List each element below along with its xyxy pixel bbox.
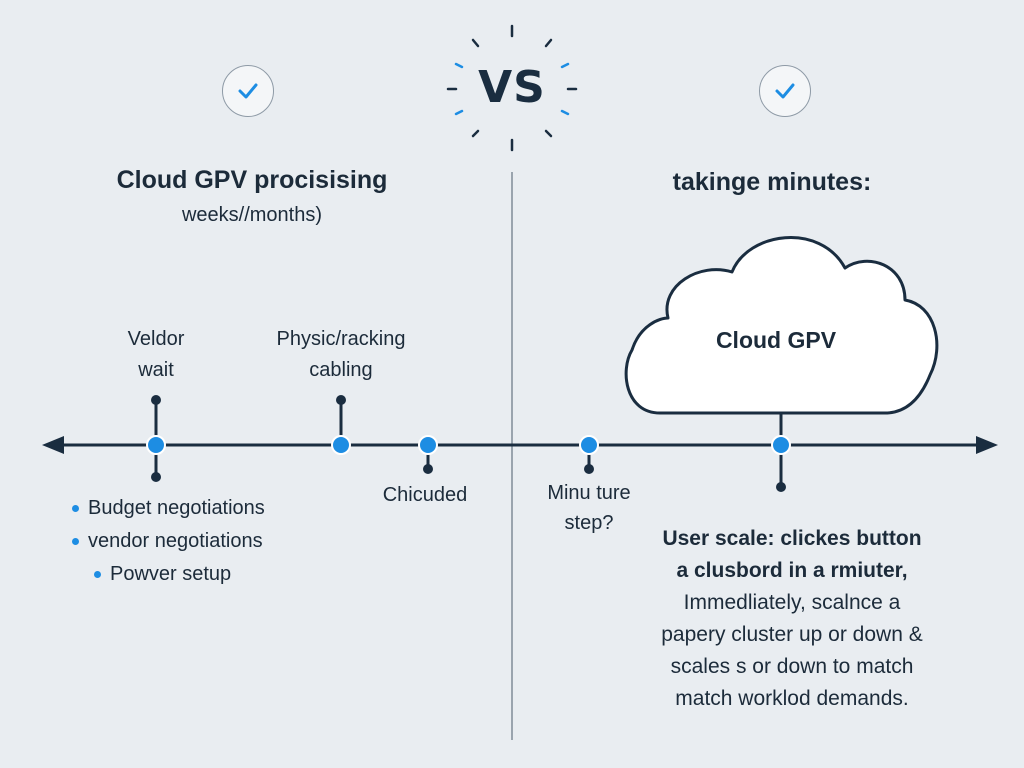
description-line: papery cluster up or down & (661, 623, 923, 646)
right-title: takinge minutes: (672, 168, 872, 196)
left-subtitle: weeks//months) (181, 204, 323, 226)
right-description: User scale: clickes button a clusbord in… (612, 523, 972, 715)
timeline-arrow-left (42, 436, 64, 454)
description-line: a clusbord in a rmiuter, (676, 559, 908, 582)
cloud-shape (624, 236, 939, 415)
description-line: User scale: clickes button (662, 527, 922, 550)
milestone-label-chicuded: Chicuded (382, 484, 468, 506)
bullet-item: Powver setup (94, 558, 265, 591)
left-title: Cloud GPV procisising (116, 166, 388, 194)
bullet-item: vendor negotiations (72, 525, 265, 558)
node-minu-ture (579, 435, 599, 455)
timeline-nodes (146, 435, 791, 455)
vs-label: VS (478, 62, 546, 113)
milestone-label-physic-racking: Physic/racking cabling (276, 328, 406, 381)
node-chicuded (418, 435, 438, 455)
bullet-dot-icon (72, 538, 79, 545)
left-bullet-list: Budget negotiations vendor negotiations … (72, 492, 265, 591)
milestone-label-minu-ture: Minu ture step? (547, 482, 631, 534)
node-cloud-gpv (771, 435, 791, 455)
bullet-item: Budget negotiations (72, 492, 265, 525)
bullet-dot-icon (94, 571, 101, 578)
stem-end-dots (151, 395, 786, 492)
right-check-icon (759, 65, 811, 117)
cloud-label: Cloud GPV (715, 327, 837, 353)
description-line: Immedliately, scalnce a (683, 591, 901, 614)
node-physic-racking (331, 435, 351, 455)
vs-burst-blue-rays (454, 62, 570, 116)
description-line: scales s or down to match (670, 655, 914, 678)
vs-burst-rays (446, 24, 578, 152)
left-check-icon (222, 65, 274, 117)
milestone-label-veldor-wait: Veldor wait (127, 328, 185, 381)
description-line: match worklod demands. (675, 687, 909, 710)
node-vendor-wait (146, 435, 166, 455)
timeline-arrow-right (976, 436, 998, 454)
bullet-dot-icon (72, 505, 79, 512)
